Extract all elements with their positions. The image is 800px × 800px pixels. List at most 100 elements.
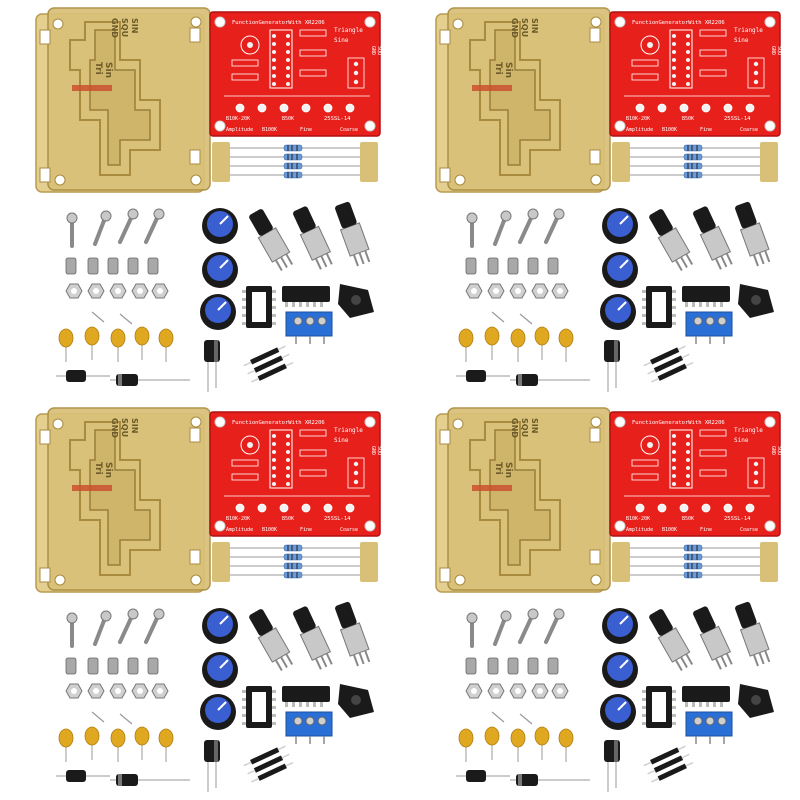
resistor-strip	[212, 142, 378, 182]
long-screws	[70, 214, 160, 248]
acrylic-label-gnd: GND	[510, 418, 519, 438]
pcb-25ssl: 25SSL-14	[324, 116, 351, 122]
acrylic-label-sin2: SIN	[130, 18, 139, 33]
kit-photo: Tri Sin GND SQU SIN FunctionGeneratorWit…	[35, 407, 388, 792]
long-screws	[70, 614, 160, 648]
knobs	[600, 208, 638, 330]
acrylic-label-tri: Tri	[493, 462, 503, 475]
dc-jack	[338, 284, 374, 318]
pcb-b10k: B10K-20K	[626, 516, 650, 522]
acrylic-case: Tri Sin GND SQU SIN	[435, 407, 611, 593]
pcb-gnd: GND	[370, 46, 376, 55]
pcb-fine: Fine	[300, 527, 312, 533]
pcb-squ: SQU	[776, 46, 782, 55]
knobs	[200, 208, 238, 330]
acrylic-label-sin: Sin	[103, 62, 113, 78]
resistor-strip	[612, 142, 778, 182]
pcb-gnd: GND	[370, 446, 376, 455]
ic-socket	[242, 686, 276, 728]
pcb-b10k: B10K-20K	[226, 116, 250, 122]
pcb-board: FunctionGeneratorWith XR2206 Triangle Si…	[609, 411, 788, 537]
pin-header	[643, 345, 694, 383]
acrylic-label-sin: Sin	[503, 462, 513, 478]
ic-socket	[242, 286, 276, 328]
potentiometers	[649, 601, 771, 671]
pcb-25ssl: 25SSL-14	[724, 516, 751, 522]
pcb-triangle-label: Triangle	[334, 427, 363, 434]
ic-socket	[642, 686, 676, 728]
pcb-b50k: B50K	[682, 116, 694, 122]
pcb-title: FunctionGeneratorWith XR2206	[632, 20, 725, 26]
acrylic-label-squ: SQU	[120, 18, 129, 37]
pcb-sin: SIN	[782, 446, 788, 455]
hex-nuts	[465, 683, 569, 699]
screw-terminal	[285, 311, 333, 344]
screw-heads	[466, 208, 565, 224]
pcb-amplitude: Amplitude	[226, 127, 253, 133]
short-screws	[465, 257, 559, 275]
pcb-sin: SIN	[782, 46, 788, 55]
pcb-b100k: B100K	[262, 127, 277, 133]
acrylic-case: Tri Sin GND SQU SIN	[35, 407, 211, 593]
ceramic-capacitors	[458, 311, 574, 362]
pin-header	[243, 345, 294, 383]
pcb-fine: Fine	[700, 527, 712, 533]
resistor-strip	[612, 542, 778, 582]
screw-heads	[66, 208, 165, 224]
ceramic-capacitors	[458, 711, 574, 762]
dc-jack	[738, 284, 774, 318]
pcb-title: FunctionGeneratorWith XR2206	[632, 420, 725, 426]
kit-bottom-left: Tri Sin GND SQU SIN FunctionGeneratorWit…	[0, 400, 400, 800]
acrylic-label-sin2: SIN	[530, 418, 539, 433]
axial-capacitors	[56, 770, 190, 786]
radial-capacitor	[604, 340, 620, 392]
kit-photo: Tri Sin GND SQU SIN FunctionGeneratorWit…	[435, 7, 788, 392]
pcb-fine: Fine	[700, 127, 712, 133]
axial-capacitors	[56, 370, 190, 386]
kit-photo: Tri Sin GND SQU SIN FunctionGeneratorWit…	[35, 7, 388, 392]
axial-capacitors	[456, 370, 590, 386]
pcb-squ: SQU	[376, 446, 382, 455]
pcb-b50k: B50K	[682, 516, 694, 522]
acrylic-label-sin2: SIN	[130, 418, 139, 433]
screw-heads	[466, 608, 565, 624]
ic-chip	[282, 286, 330, 307]
pin-header	[243, 745, 294, 783]
dc-jack	[338, 684, 374, 718]
pcb-sin: SIN	[382, 46, 388, 55]
pcb-sine-label: Sine	[734, 37, 749, 44]
pcb-sine-label: Sine	[334, 437, 349, 444]
pcb-amplitude: Amplitude	[226, 527, 253, 533]
acrylic-label-gnd: GND	[510, 18, 519, 38]
pcb-amplitude: Amplitude	[626, 527, 653, 533]
pcb-25ssl: 25SSL-14	[724, 116, 751, 122]
acrylic-label-sin2: SIN	[530, 18, 539, 33]
pcb-b100k: B100K	[662, 527, 677, 533]
pcb-coarse: Coarse	[740, 527, 758, 533]
ceramic-capacitors	[58, 311, 174, 362]
potentiometers	[249, 201, 371, 271]
kit-bottom-right: Tri Sin GND SQU SIN FunctionGeneratorWit…	[400, 400, 800, 800]
dc-jack	[738, 684, 774, 718]
pcb-coarse: Coarse	[340, 127, 358, 133]
ic-chip	[682, 286, 730, 307]
acrylic-label-squ: SQU	[120, 418, 129, 437]
knobs	[200, 608, 238, 730]
ic-chip	[282, 686, 330, 707]
acrylic-label-tri: Tri	[93, 462, 103, 475]
acrylic-label-sin: Sin	[103, 462, 113, 478]
screw-terminal	[685, 711, 733, 744]
acrylic-label-squ: SQU	[520, 418, 529, 437]
ceramic-capacitors	[58, 711, 174, 762]
pcb-b50k: B50K	[282, 516, 294, 522]
pcb-squ: SQU	[776, 446, 782, 455]
pcb-b10k: B10K-20K	[226, 516, 250, 522]
acrylic-label-squ: SQU	[520, 18, 529, 37]
pcb-board: FunctionGeneratorWith XR2206 Triangle Si…	[209, 411, 388, 537]
potentiometers	[249, 601, 371, 671]
kit-top-right: Tri Sin GND SQU SIN FunctionGeneratorWit…	[400, 0, 800, 400]
pcb-title: FunctionGeneratorWith XR2206	[232, 420, 325, 426]
pcb-sine-label: Sine	[334, 37, 349, 44]
pcb-sine-label: Sine	[734, 437, 749, 444]
acrylic-case: Tri Sin GND SQU SIN	[435, 7, 611, 193]
